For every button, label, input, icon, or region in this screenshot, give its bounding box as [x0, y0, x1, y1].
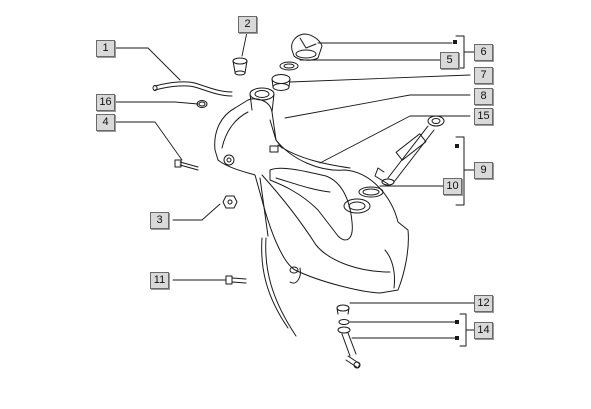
fuel-tank-body [214, 98, 409, 337]
breather-hose [152, 81, 233, 97]
cylinder-sleeve [232, 57, 248, 76]
cap-gasket [279, 61, 299, 71]
callout-2: 2 [238, 16, 257, 33]
fuel-cap [291, 33, 323, 61]
callout-3: 3 [150, 212, 169, 229]
leader-lines [113, 31, 475, 339]
drain-fitting [336, 304, 361, 369]
pump-seal-ring [358, 186, 384, 198]
callout-4: 4 [96, 114, 115, 131]
bottom-bolt [225, 275, 247, 285]
fuel-sender-cap [427, 115, 445, 127]
callout-5: 5 [440, 52, 459, 69]
callout-15: 15 [474, 108, 493, 125]
callout-7: 7 [474, 67, 493, 84]
callout-6: 6 [474, 44, 493, 61]
group-brackets [455, 35, 475, 347]
nut [222, 195, 238, 209]
callout-1: 1 [96, 40, 115, 57]
callout-10: 10 [443, 178, 462, 195]
fuel-pump-assembly [374, 125, 435, 186]
callout-8: 8 [474, 88, 493, 105]
callout-11: 11 [150, 272, 169, 289]
ring-nut [271, 74, 291, 91]
callout-9: 9 [474, 162, 493, 179]
hose-clamp [196, 100, 208, 108]
callout-12: 12 [474, 295, 493, 312]
filler-neck [249, 87, 283, 153]
callout-16: 16 [96, 94, 115, 111]
callout-14: 14 [474, 322, 493, 339]
mounting-screw [174, 159, 199, 171]
